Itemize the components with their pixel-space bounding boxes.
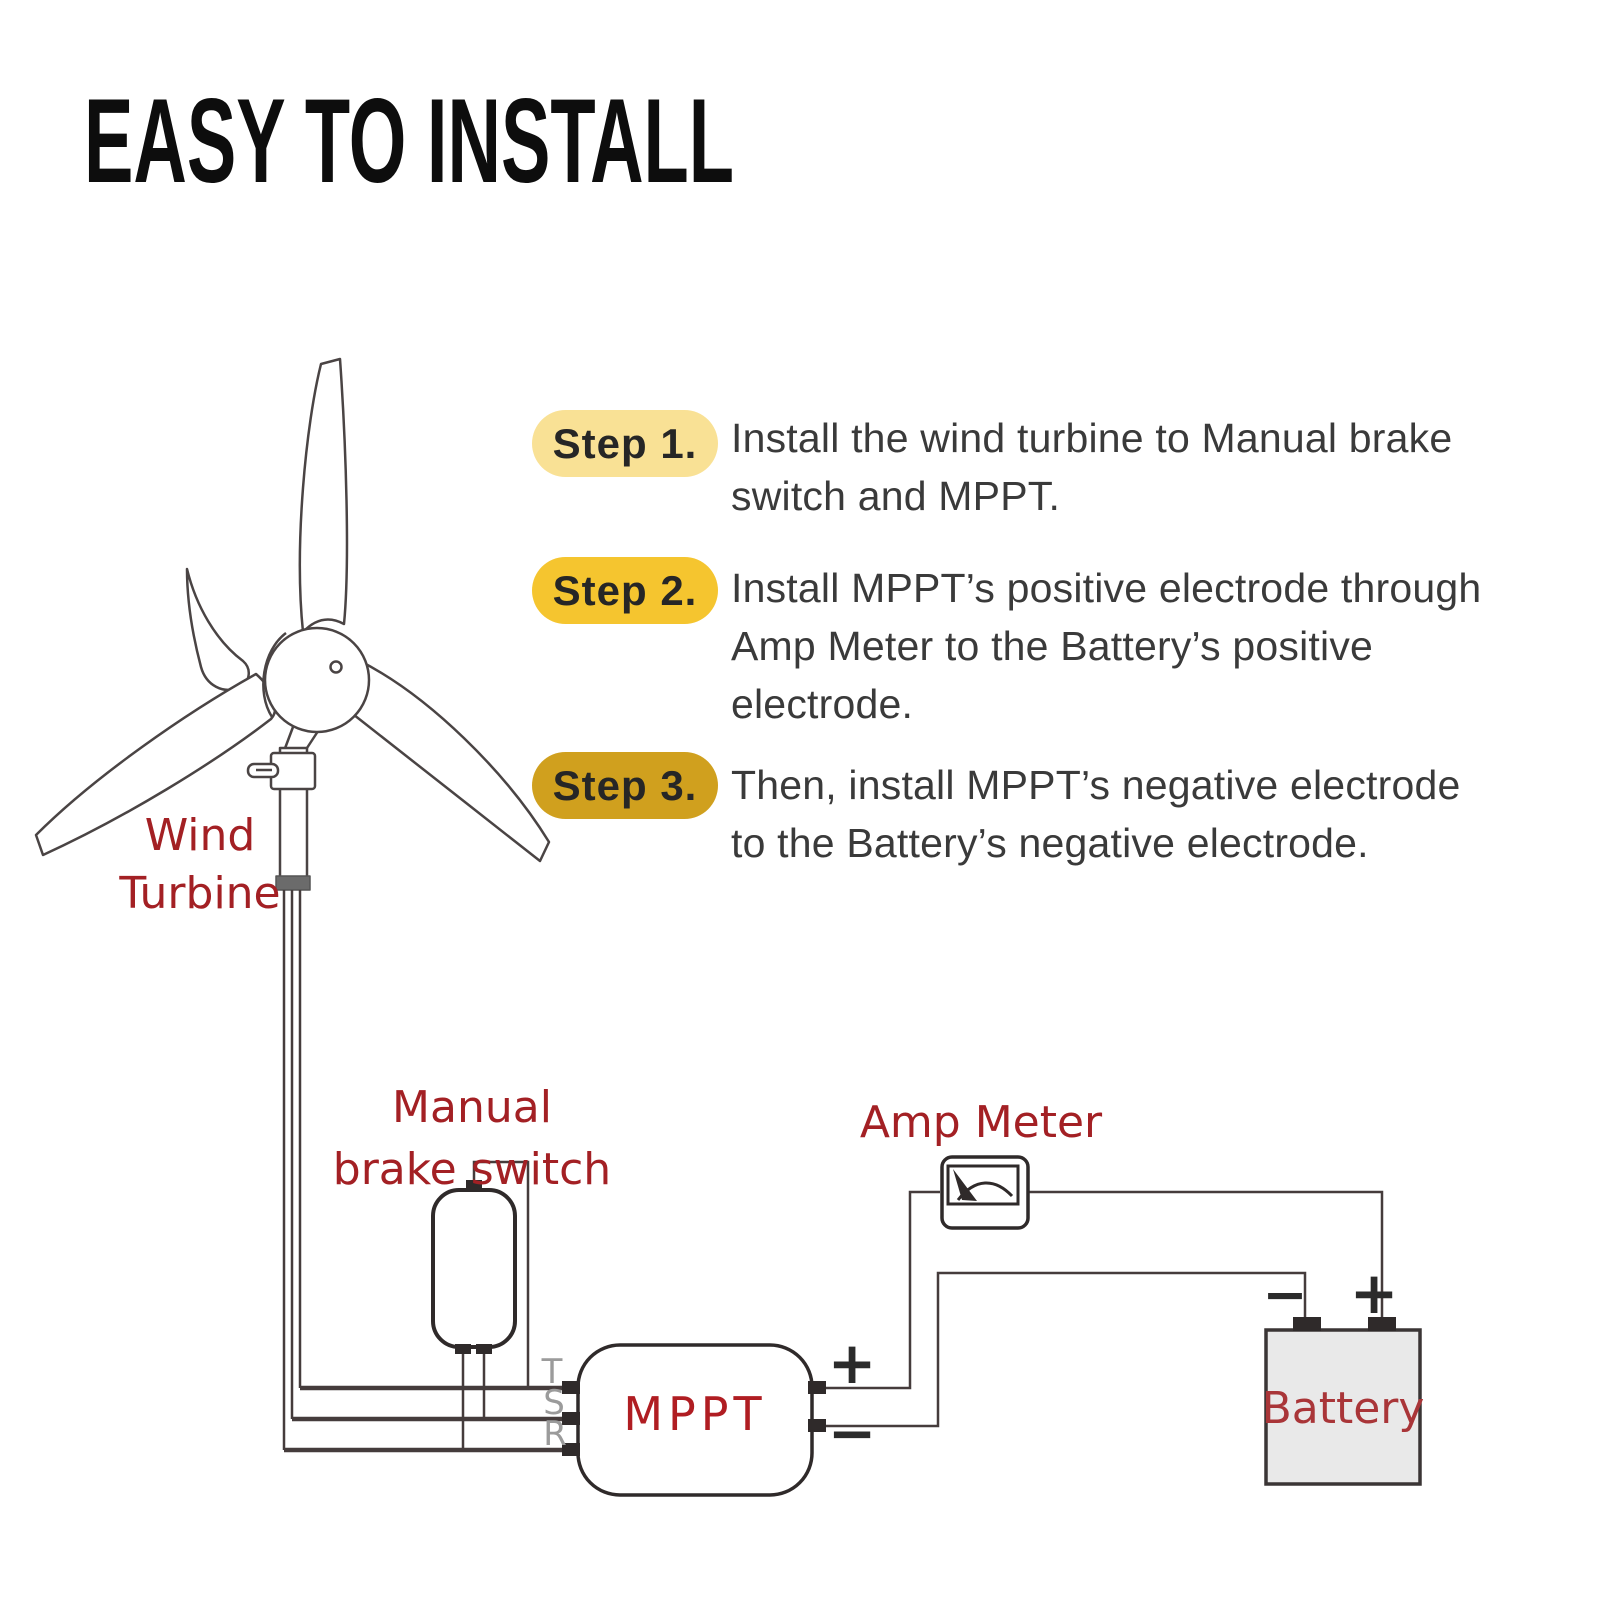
mppt-terminal-plus	[808, 1381, 826, 1394]
brake-bottom-terminal-left	[455, 1344, 471, 1354]
manual-brake-switch-box	[431, 1180, 517, 1354]
battery-plus-sign: +	[1350, 1259, 1399, 1327]
terminal-label-t: T	[541, 1352, 563, 1392]
mppt-terminal-minus	[808, 1419, 826, 1432]
mppt-plus-sign: +	[828, 1329, 877, 1397]
step-2-line-2: Amp Meter to the Battery’s positive	[731, 623, 1374, 669]
turbine-left-blade	[34, 672, 277, 857]
amp-meter-box	[940, 1155, 1030, 1230]
step-2-badge: Step 2.	[532, 557, 718, 624]
step-3-line-1: Then, install MPPT’s negative electrode	[731, 762, 1461, 808]
turbine-fin-blade	[185, 567, 250, 692]
battery-minus-sign: −	[1262, 1263, 1307, 1326]
step-2-label: Step 2.	[552, 566, 698, 614]
turbine-hub	[263, 626, 371, 734]
step-1-line-2: switch and MPPT.	[731, 473, 1061, 519]
mppt-terminal-s	[562, 1412, 580, 1425]
turbine-wire-verticals	[282, 890, 302, 1450]
step-3-description: Then, install MPPT’s negative electrode …	[731, 756, 1591, 872]
hub-band	[262, 631, 287, 718]
mppt-minus-sign: −	[828, 1399, 877, 1467]
step-3-line-2: to the Battery’s negative electrode.	[731, 820, 1369, 866]
wind-turbine-illustration	[34, 357, 551, 891]
battery-terminal-minus	[1293, 1317, 1321, 1331]
mppt-box	[562, 1343, 826, 1497]
mppt-terminal-t	[562, 1381, 580, 1394]
mppt-label: MPPT	[623, 1387, 766, 1441]
step-1-label: Step 1.	[552, 419, 698, 467]
page-title-svg: EASY TO INSTALL	[84, 84, 734, 208]
manual-brake-switch-label-line2: brake switch	[333, 1144, 611, 1195]
wind-turbine-label-line2: Turbine	[118, 868, 280, 919]
battery-terminal-plus	[1368, 1317, 1396, 1331]
step-3-badge: Step 3.	[532, 752, 718, 819]
manual-brake-switch-label-line1: Manual	[392, 1082, 552, 1133]
page-title: EASY TO INSTALL	[84, 84, 734, 208]
terminal-label-r: R	[543, 1414, 567, 1454]
turbine-top-blade	[298, 357, 349, 634]
pole-cap	[275, 875, 311, 891]
tsr-horizontal-wires	[284, 1385, 572, 1453]
step-3-label: Step 3.	[552, 761, 698, 809]
battery-label: Battery	[1262, 1383, 1425, 1434]
brake-switch-bottom-wires	[461, 1352, 486, 1448]
amp-meter-label: Amp Meter	[860, 1097, 1103, 1148]
brake-top-terminal	[466, 1180, 482, 1191]
step-2-line-3: electrode.	[731, 681, 914, 727]
positive-wire	[824, 1190, 1384, 1390]
battery-box	[1264, 1317, 1422, 1486]
step-2-description: Install MPPT’s positive electrode throug…	[731, 559, 1591, 733]
amp-meter-needle-icon	[953, 1169, 977, 1201]
brake-switch-top-wire	[472, 1160, 530, 1386]
step-2-line-1: Install MPPT’s positive electrode throug…	[731, 565, 1482, 611]
step-1-description: Install the wind turbine to Manual brake…	[731, 409, 1591, 525]
step-1-badge: Step 1.	[532, 410, 718, 477]
step-1-line-1: Install the wind turbine to Manual brake	[731, 415, 1453, 461]
turbine-right-blade	[343, 659, 551, 863]
wires	[282, 890, 1384, 1453]
negative-wire	[824, 1271, 1307, 1428]
hub-bolt	[329, 660, 343, 674]
mppt-terminal-r	[562, 1443, 580, 1456]
brake-bottom-terminal-right	[476, 1344, 492, 1354]
terminal-label-s: S	[543, 1383, 565, 1423]
wind-turbine-label-line1: Wind	[145, 810, 256, 861]
